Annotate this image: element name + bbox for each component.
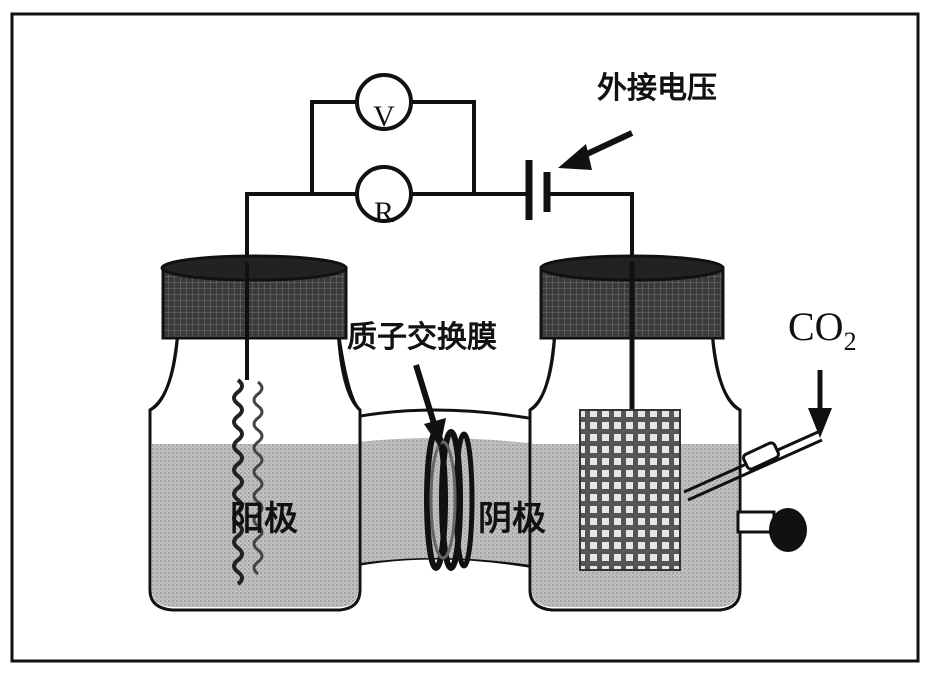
voltmeter-label: V [373,100,395,133]
membrane-arrow [413,364,446,448]
voltage-arrow [558,130,634,170]
co2-subscript: 2 [844,327,857,356]
external-voltage-label: 外接电压 [597,71,717,106]
co2-label: CO2 [788,304,857,356]
voltmeter: V [355,73,413,133]
anode-cap [160,254,348,340]
co2-main-text: CO [788,304,844,349]
anode-electrode [232,262,264,586]
anode-label: 阳极 [230,499,298,539]
membrane-label: 质子交换膜 [347,320,497,355]
resistor: R [355,165,413,229]
co2-inlet-tube [683,430,823,502]
resistor-label: R [374,196,394,229]
circuit-wires [245,100,634,262]
battery [525,160,551,220]
cathode-label: 阴极 [478,499,546,539]
cathode-mesh-electrode [579,409,681,571]
co2-arrow [808,370,832,438]
side-stopcock [736,508,807,552]
